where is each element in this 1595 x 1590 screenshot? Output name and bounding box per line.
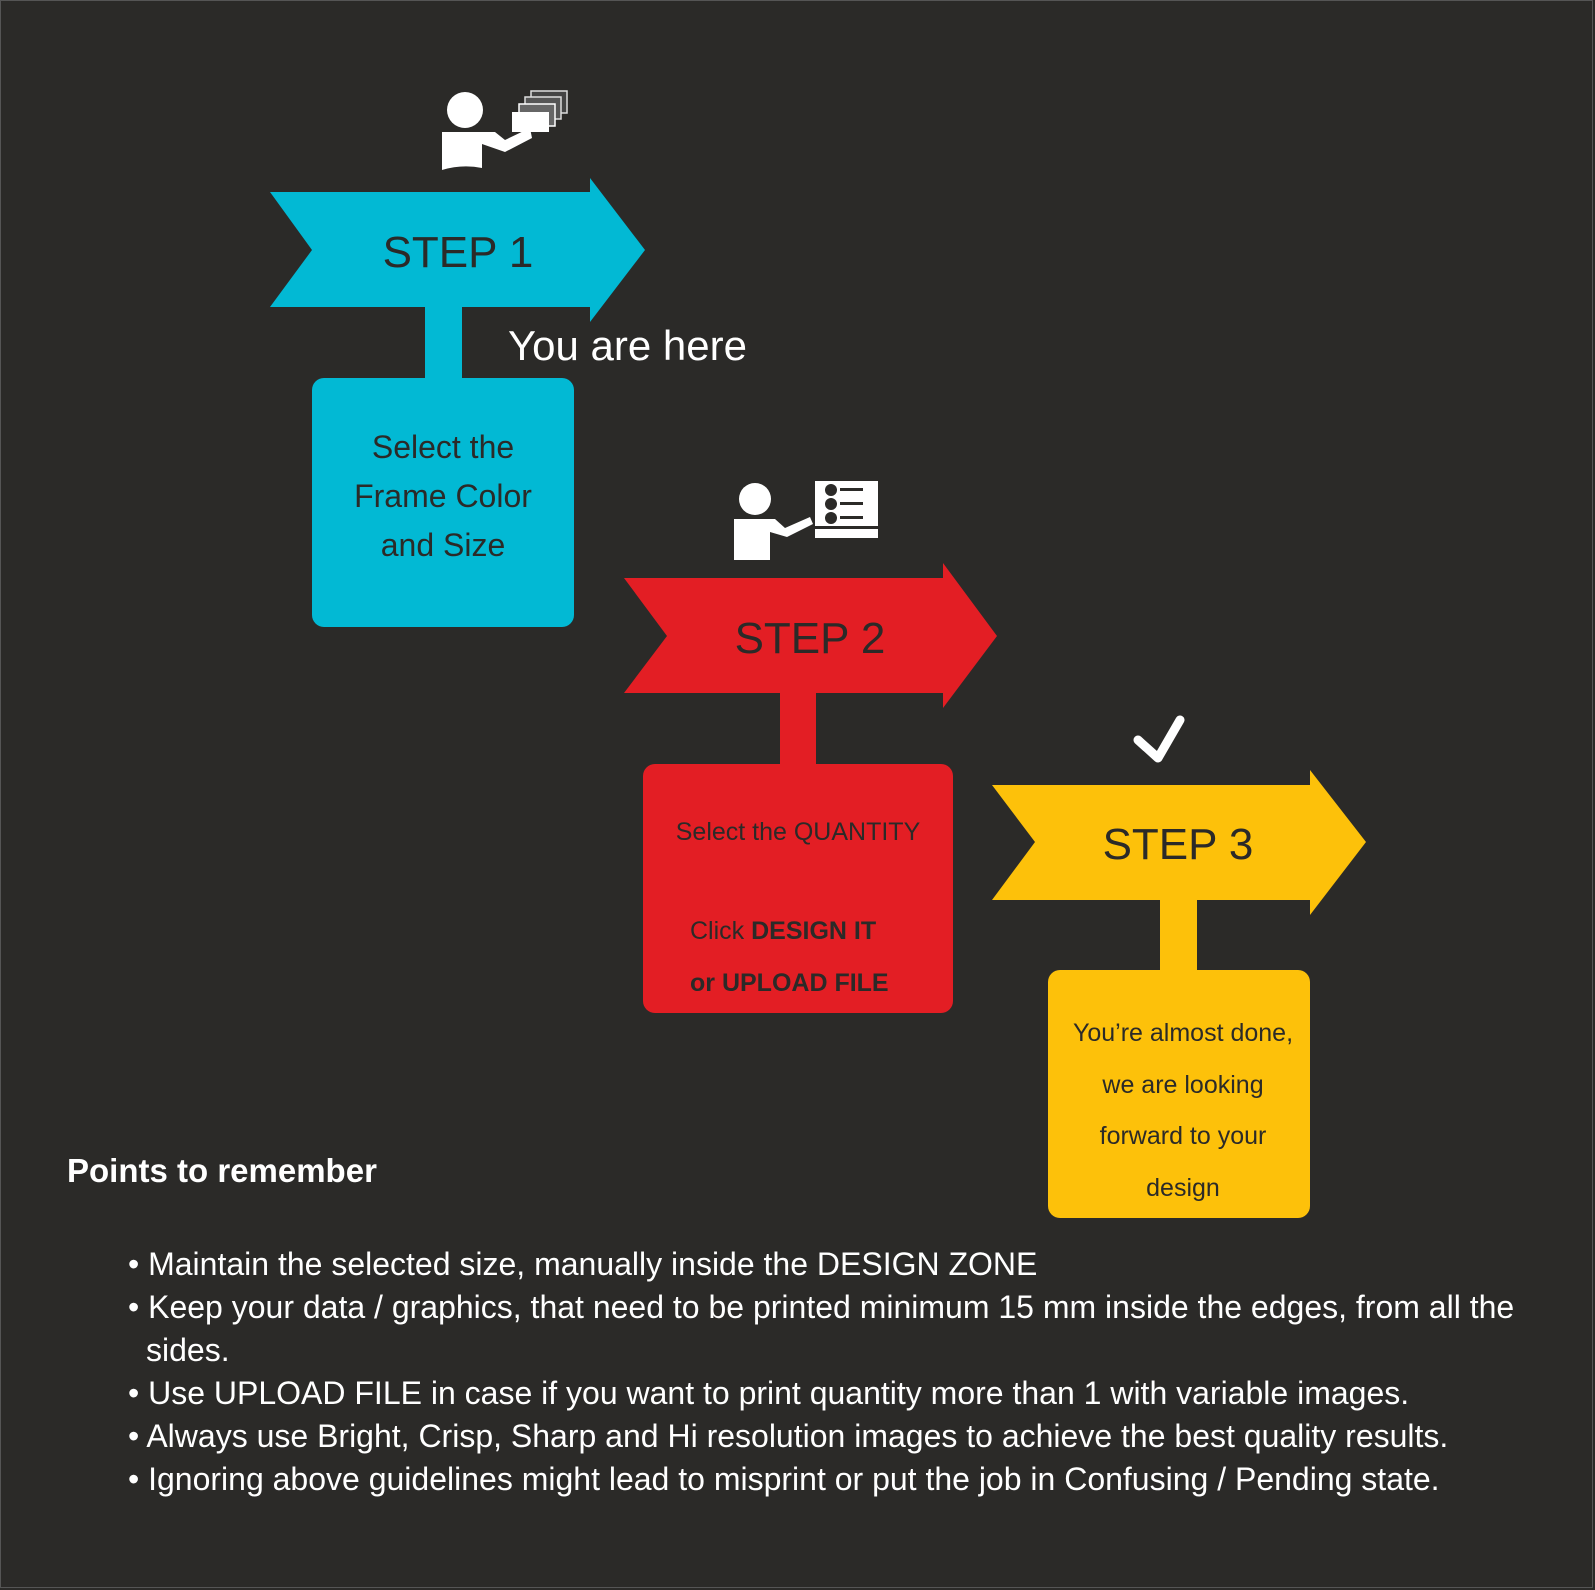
- step1-line: Frame Color: [354, 478, 532, 514]
- checkmark-icon: [1133, 715, 1185, 763]
- point-item: • Maintain the selected size, manually i…: [128, 1246, 1038, 1282]
- step1-arrow: [270, 178, 645, 322]
- step3-stem: [1160, 898, 1197, 976]
- point-item: • Keep your data / graphics, that need t…: [128, 1289, 1515, 1368]
- step1-line: Select the: [371, 429, 515, 465]
- step2-line1: Select the QUANTITY: [675, 818, 921, 846]
- step3-description: You’re almost done, we are looking forwa…: [1048, 1008, 1318, 1214]
- presenter-list-icon: [734, 481, 878, 560]
- step3-box: [1048, 970, 1310, 1218]
- step2-line2: Click DESIGN IT: [690, 917, 876, 946]
- click-prefix: Click: [690, 917, 752, 945]
- step3-line: design: [1146, 1173, 1220, 1202]
- step3-label: STEP 3: [1102, 820, 1254, 869]
- design-it-text: DESIGN IT: [751, 917, 877, 945]
- step1-description: Select the Frame Color and Size: [312, 423, 574, 570]
- step2-arrow: [624, 563, 997, 708]
- step3-line: You’re almost done,: [1072, 1019, 1294, 1047]
- point-item: • Always use Bright, Crisp, Sharp and Hi…: [128, 1418, 1449, 1454]
- point-item: • Ignoring above guidelines might lead t…: [128, 1461, 1440, 1497]
- presenter-cards-icon: [442, 90, 568, 170]
- step2-stem: [780, 691, 816, 771]
- step1-line: and Size: [380, 527, 506, 563]
- step1-stem: [425, 305, 462, 385]
- step1-label: STEP 1: [382, 228, 534, 277]
- point-item: • Use UPLOAD FILE in case if you want to…: [128, 1375, 1410, 1411]
- points-title: Points to remember: [67, 1152, 377, 1189]
- step3-line: we are looking: [1102, 1070, 1264, 1099]
- you-are-here-label: You are here: [508, 322, 747, 369]
- step3-line: forward to your: [1099, 1122, 1267, 1150]
- step2-line3: or UPLOAD FILE: [690, 969, 889, 997]
- step2-label: STEP 2: [734, 614, 886, 663]
- step3-arrow: [992, 770, 1366, 915]
- step1-box: [312, 378, 574, 627]
- points-list: • Maintain the selected size, manually i…: [128, 1243, 1538, 1501]
- step2-box: [643, 764, 953, 1013]
